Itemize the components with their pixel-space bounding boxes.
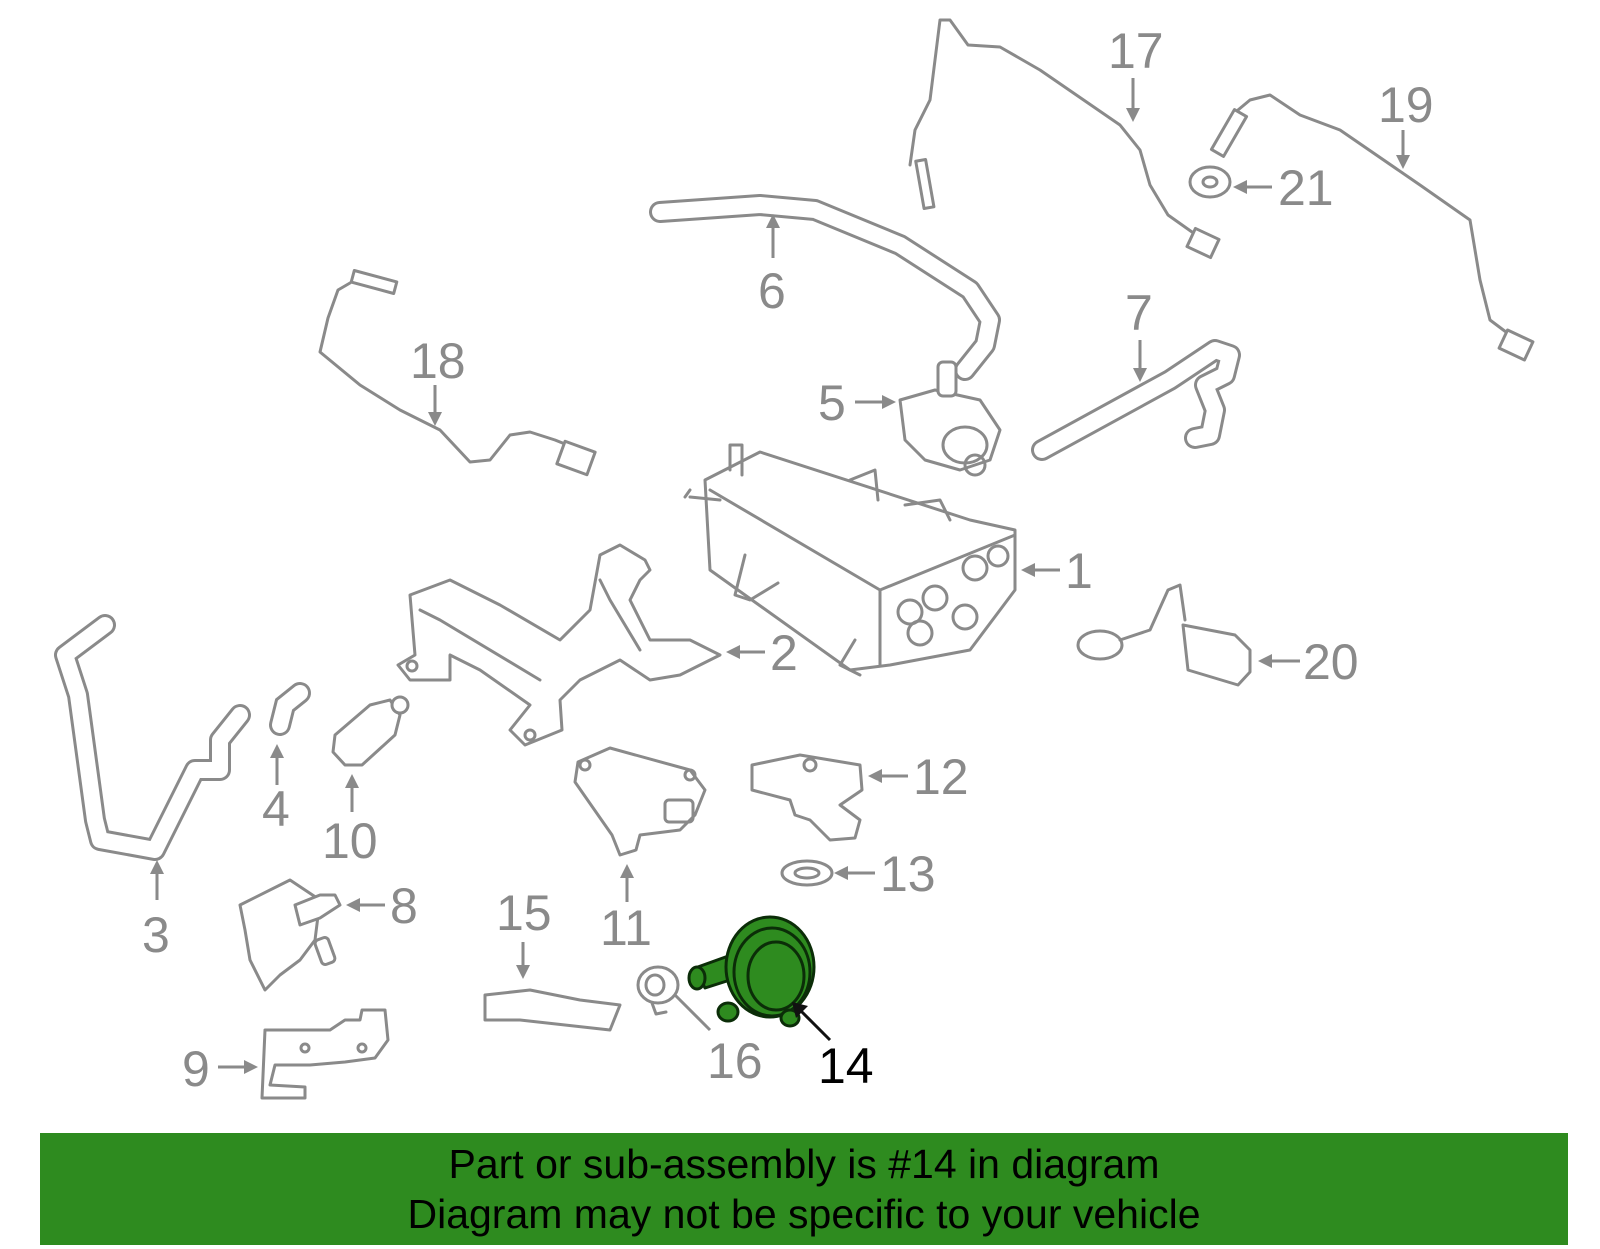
part-13-o-ring[interactable] [780, 859, 834, 887]
callout-1: 1 [1021, 543, 1093, 599]
banner-line-2: Diagram may not be specific to your vehi… [407, 1191, 1201, 1237]
callout-4: 4 [262, 744, 290, 837]
part-12-sensor[interactable] [750, 753, 864, 842]
info-banner: Part or sub-assembly is #14 in diagram D… [40, 1133, 1568, 1245]
svg-text:12: 12 [913, 749, 969, 805]
part-10-filter[interactable] [331, 695, 410, 767]
callout-15: 15 [496, 885, 552, 979]
banner-line-1: Part or sub-assembly is #14 in diagram [448, 1141, 1160, 1187]
callout-20: 20 [1258, 634, 1359, 690]
svg-text:16: 16 [707, 1033, 763, 1089]
svg-text:6: 6 [758, 263, 786, 319]
part-3-hose[interactable] [54, 614, 251, 861]
parts-diagram: 17 19 21 6 7 [54, 18, 1535, 1100]
callout-8: 8 [346, 878, 418, 934]
callout-16: 16 [673, 993, 763, 1089]
part-2-bracket[interactable] [396, 543, 722, 747]
part-11-sensor-module[interactable] [573, 746, 707, 857]
callout-17: 17 [1108, 23, 1164, 122]
callout-21: 21 [1233, 160, 1334, 216]
svg-text:8: 8 [390, 878, 418, 934]
part-21-gasket[interactable] [1188, 165, 1232, 199]
callout-3: 3 [142, 860, 170, 963]
part-16-clamp[interactable] [636, 965, 680, 1016]
svg-text:3: 3 [142, 907, 170, 963]
svg-text:18: 18 [410, 333, 466, 389]
callout-10: 10 [322, 774, 378, 869]
part-9-bracket[interactable] [260, 1008, 390, 1100]
part-14-highlighted[interactable] [687, 915, 816, 1028]
svg-text:14: 14 [818, 1038, 874, 1094]
callout-19: 19 [1378, 77, 1434, 169]
callout-11: 11 [600, 864, 652, 956]
part-5-purge-valve[interactable] [898, 360, 1002, 477]
svg-text:13: 13 [880, 846, 936, 902]
callout-5: 5 [818, 375, 896, 431]
part-1-evap-canister[interactable] [683, 443, 1017, 677]
part-8-valve[interactable] [238, 878, 342, 992]
svg-text:5: 5 [818, 375, 846, 431]
part-7-hose[interactable] [1031, 339, 1241, 461]
svg-text:10: 10 [322, 813, 378, 869]
svg-text:21: 21 [1278, 160, 1334, 216]
svg-text:19: 19 [1378, 77, 1434, 133]
svg-text:20: 20 [1303, 634, 1359, 690]
part-19-oxygen-sensor[interactable] [1209, 93, 1535, 362]
part-17-oxygen-sensor[interactable] [908, 18, 1221, 260]
svg-text:2: 2 [770, 625, 798, 681]
svg-text:4: 4 [262, 781, 290, 837]
svg-text:7: 7 [1125, 285, 1153, 341]
callout-12: 12 [868, 749, 969, 805]
svg-text:1: 1 [1065, 543, 1093, 599]
callout-14: 14 [792, 1002, 874, 1094]
callout-6: 6 [758, 214, 786, 319]
svg-text:15: 15 [496, 885, 552, 941]
callout-2: 2 [726, 625, 798, 681]
part-20-pressure-sensor[interactable] [1076, 583, 1252, 687]
callout-7: 7 [1125, 285, 1153, 382]
svg-text:17: 17 [1108, 23, 1164, 79]
callout-13: 13 [834, 846, 936, 902]
callout-9: 9 [182, 1041, 258, 1097]
part-15-hose[interactable] [483, 988, 622, 1032]
svg-text:9: 9 [182, 1041, 210, 1097]
part-4-small-hose[interactable] [269, 682, 311, 736]
callout-18: 18 [410, 333, 466, 426]
part-18-oxygen-sensor[interactable] [318, 269, 597, 477]
svg-text:11: 11 [600, 900, 652, 956]
part-6-vent-hose[interactable] [649, 194, 1001, 381]
